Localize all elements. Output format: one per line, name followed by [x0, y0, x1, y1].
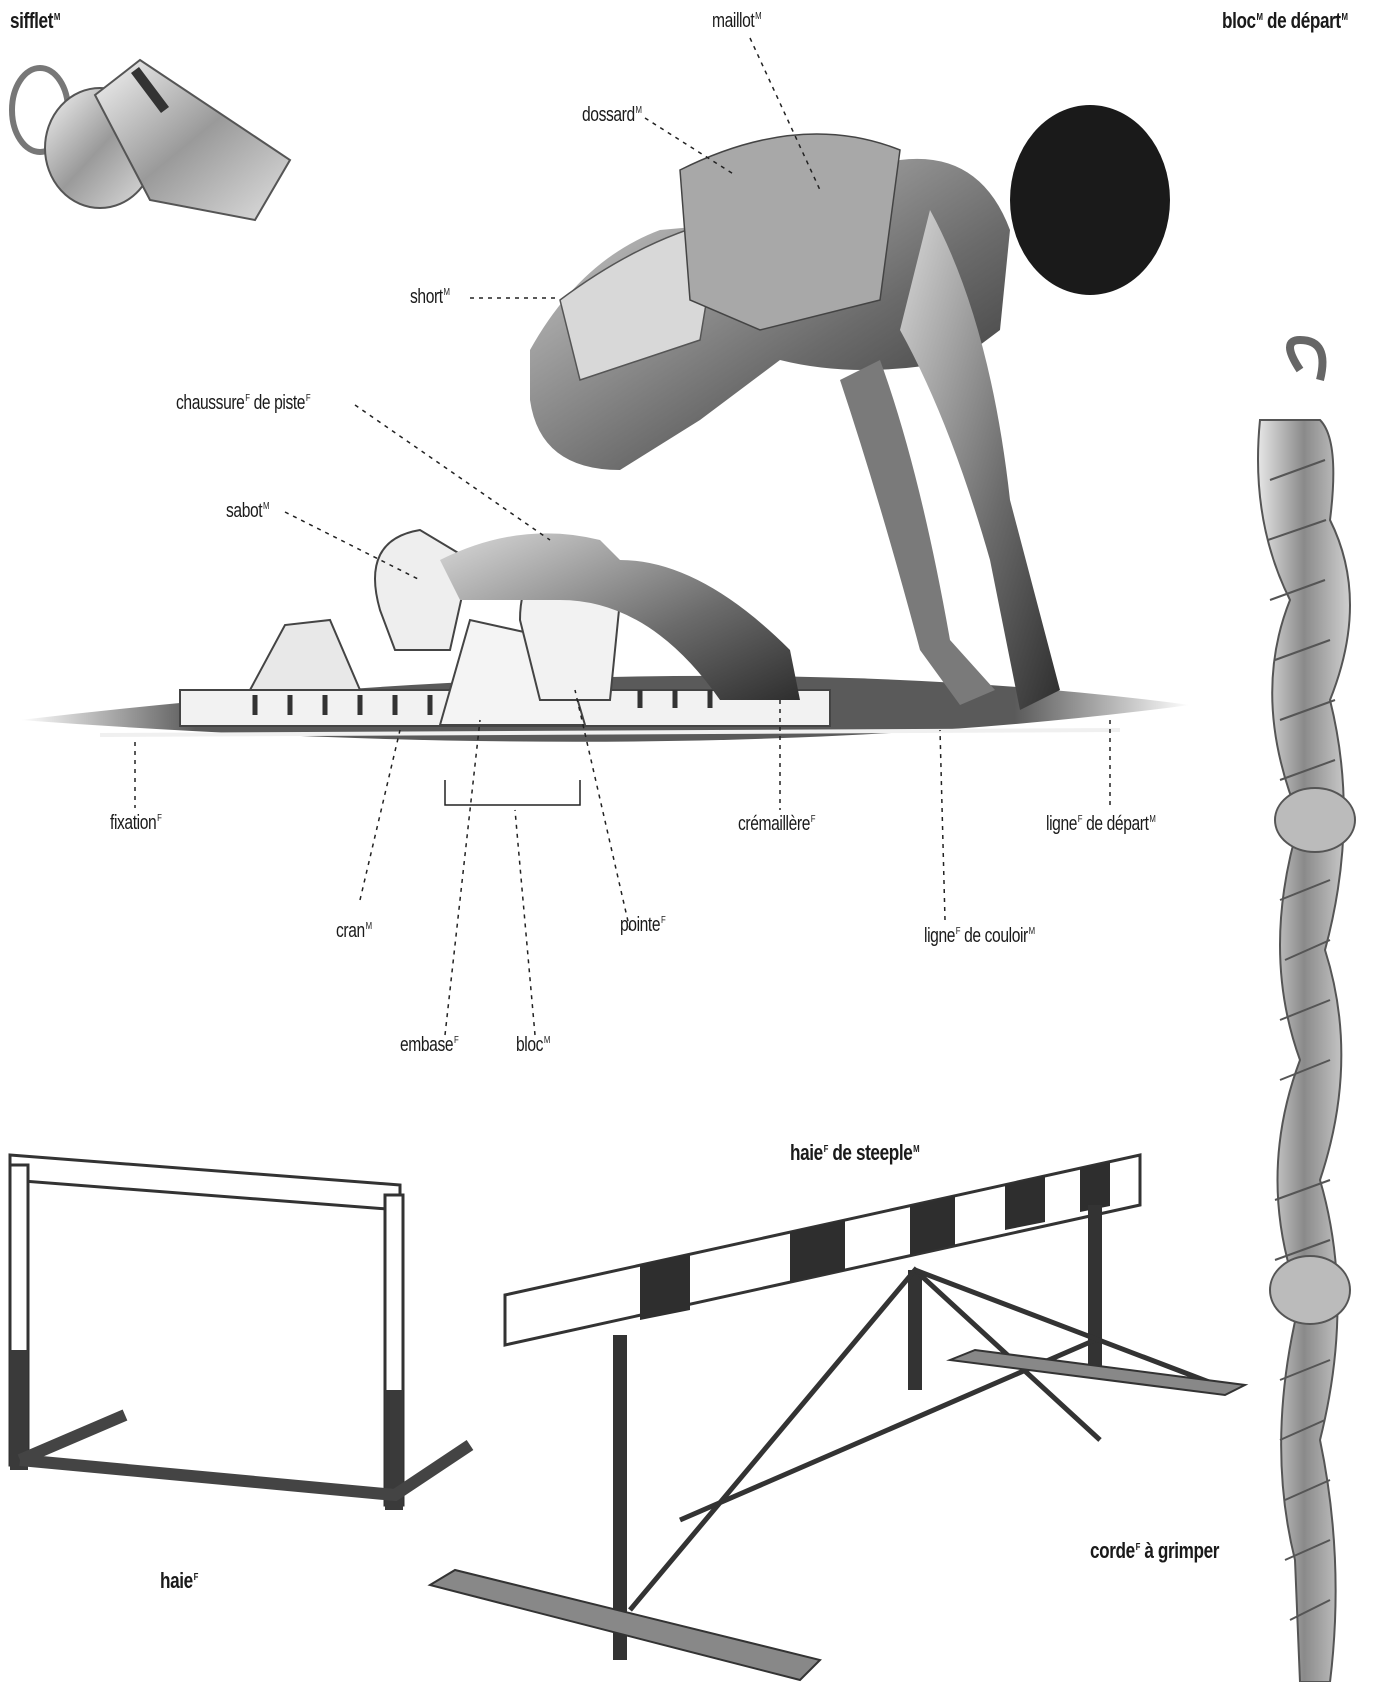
label-cran: cranM — [336, 920, 372, 943]
label-sifflet: siffletM — [10, 8, 60, 34]
climbing-rope-illustration — [1258, 340, 1355, 1682]
label-cremaillere: crémaillèreF — [738, 813, 815, 836]
steeplechase-barrier-illustration — [430, 1155, 1245, 1680]
label-maillot: maillotM — [712, 10, 761, 33]
label-bloc-de-depart: blocM de départM — [1222, 8, 1348, 34]
label-embase: embaseF — [400, 1034, 458, 1057]
hurdle-illustration — [10, 1155, 470, 1510]
label-chaussure-de-piste: chaussureF de pisteF — [176, 392, 310, 415]
label-sabot: sabotM — [226, 500, 269, 523]
label-bloc: blocM — [516, 1034, 550, 1057]
label-short: shortM — [410, 286, 450, 309]
label-pointe: pointeF — [620, 914, 665, 937]
label-dossard: dossardM — [582, 104, 642, 127]
label-ligne-de-depart: ligneF de départM — [1046, 813, 1155, 836]
label-corde-a-grimper: cordeF à grimper — [1090, 1538, 1219, 1564]
label-haie: haieF — [160, 1568, 198, 1594]
sprinter-illustration — [375, 105, 1170, 710]
label-haie-de-steeple: haieF de steepleM — [790, 1140, 919, 1166]
block-bracket — [445, 780, 580, 805]
label-fixation: fixationF — [110, 812, 161, 835]
label-ligne-de-couloir: ligneF de couloirM — [924, 925, 1035, 948]
whistle-illustration — [12, 60, 290, 220]
